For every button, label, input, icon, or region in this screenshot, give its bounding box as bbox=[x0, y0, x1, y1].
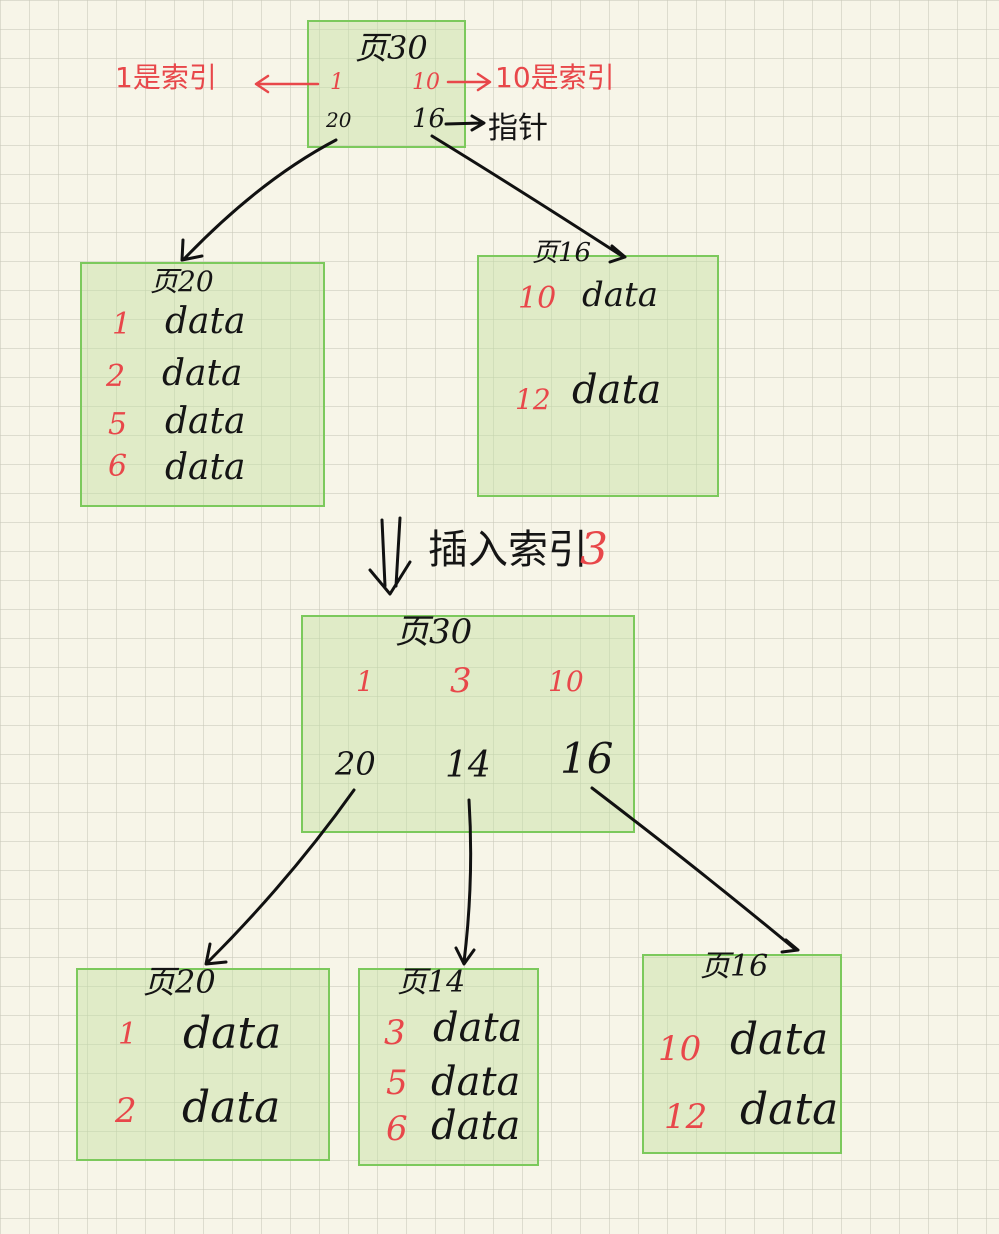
leaf-right-before bbox=[477, 255, 719, 497]
leaf-right-key-2-after: 12 bbox=[664, 1097, 708, 1137]
leaf-right-key-1-after: 10 bbox=[658, 1029, 702, 1069]
leaf-right-key-1-before: 10 bbox=[518, 281, 557, 316]
leaf-right-key-2-before: 12 bbox=[515, 383, 551, 416]
leaf-right-value-1-after: data bbox=[730, 1014, 829, 1065]
leaf-middle-value-2-after: data bbox=[431, 1059, 521, 1105]
leaf-left-key-1-after: 1 bbox=[118, 1017, 138, 1052]
leaf-middle-key-1-after: 3 bbox=[384, 1013, 406, 1053]
arrow-note-right bbox=[446, 72, 492, 92]
leaf-middle-key-3-after: 6 bbox=[386, 1109, 408, 1149]
leaf-right-value-1-before: data bbox=[582, 275, 658, 315]
note-left-index: 1是索引 bbox=[115, 61, 217, 94]
leaf-right-after bbox=[642, 954, 842, 1154]
leaf-left-after bbox=[76, 968, 330, 1161]
leaf-left-key-3-before: 5 bbox=[108, 407, 128, 442]
leaf-left-value-3-before: data bbox=[165, 401, 246, 442]
transition-label: 插入索引 bbox=[428, 527, 588, 573]
leaf-middle-title-after: 页14 bbox=[397, 965, 466, 1000]
arrow-root-to-page20-after bbox=[204, 788, 356, 966]
transition-arrow bbox=[368, 516, 412, 596]
leaf-left-key-1-before: 1 bbox=[112, 307, 132, 342]
arrow-note-pointer bbox=[444, 114, 486, 132]
note-pointer: 指针 bbox=[488, 111, 548, 146]
arrow-root-to-page16-before bbox=[430, 134, 627, 264]
root-key-1-after: 1 bbox=[356, 665, 374, 698]
note-right-index: 10是索引 bbox=[495, 61, 615, 94]
root-pointer-2-before: 16 bbox=[412, 104, 446, 134]
leaf-left-key-4-before: 6 bbox=[108, 449, 128, 484]
root-page-before bbox=[307, 20, 466, 148]
root-pointer-3-after: 16 bbox=[560, 734, 614, 783]
leaf-left-title-after: 页20 bbox=[143, 963, 216, 1001]
leaf-left-value-2-before: data bbox=[162, 353, 243, 394]
leaf-right-title-after: 页16 bbox=[700, 949, 769, 984]
root-pointer-1-before: 20 bbox=[326, 108, 352, 132]
leaf-left-key-2-after: 2 bbox=[115, 1091, 137, 1131]
leaf-left-value-2-after: data bbox=[182, 1082, 281, 1133]
leaf-middle-value-1-after: data bbox=[433, 1005, 523, 1051]
root-key-2-after: 3 bbox=[450, 661, 472, 701]
root-title-after: 页30 bbox=[395, 612, 473, 652]
root-title-before: 页30 bbox=[355, 29, 428, 67]
root-page-after bbox=[301, 615, 635, 833]
leaf-left-value-1-before: data bbox=[165, 301, 246, 342]
leaf-left-key-2-before: 2 bbox=[106, 359, 126, 394]
arrow-root-to-page14-after bbox=[454, 798, 476, 966]
leaf-left-title-before: 页20 bbox=[150, 265, 214, 298]
leaf-left-value-1-after: data bbox=[183, 1008, 282, 1059]
leaf-middle-key-2-after: 5 bbox=[386, 1063, 408, 1103]
arrow-note-left bbox=[254, 74, 320, 94]
transition-value: 3 bbox=[580, 524, 608, 575]
root-key-1-before: 1 bbox=[330, 70, 344, 95]
leaf-middle-after bbox=[358, 968, 539, 1166]
leaf-left-before bbox=[80, 262, 325, 507]
root-pointer-2-after: 14 bbox=[445, 745, 491, 786]
leaf-middle-value-3-after: data bbox=[431, 1103, 521, 1149]
leaf-right-value-2-after: data bbox=[740, 1084, 839, 1135]
leaf-right-title-before: 页16 bbox=[532, 238, 592, 268]
arrow-root-to-page16-after bbox=[590, 786, 800, 954]
leaf-right-value-2-before: data bbox=[572, 367, 662, 413]
root-key-3-after: 10 bbox=[548, 665, 584, 698]
leaf-left-value-4-before: data bbox=[165, 447, 246, 488]
arrow-root-to-page20-before bbox=[180, 138, 338, 262]
root-pointer-1-after: 20 bbox=[335, 745, 376, 783]
root-key-2-before: 10 bbox=[412, 70, 440, 95]
